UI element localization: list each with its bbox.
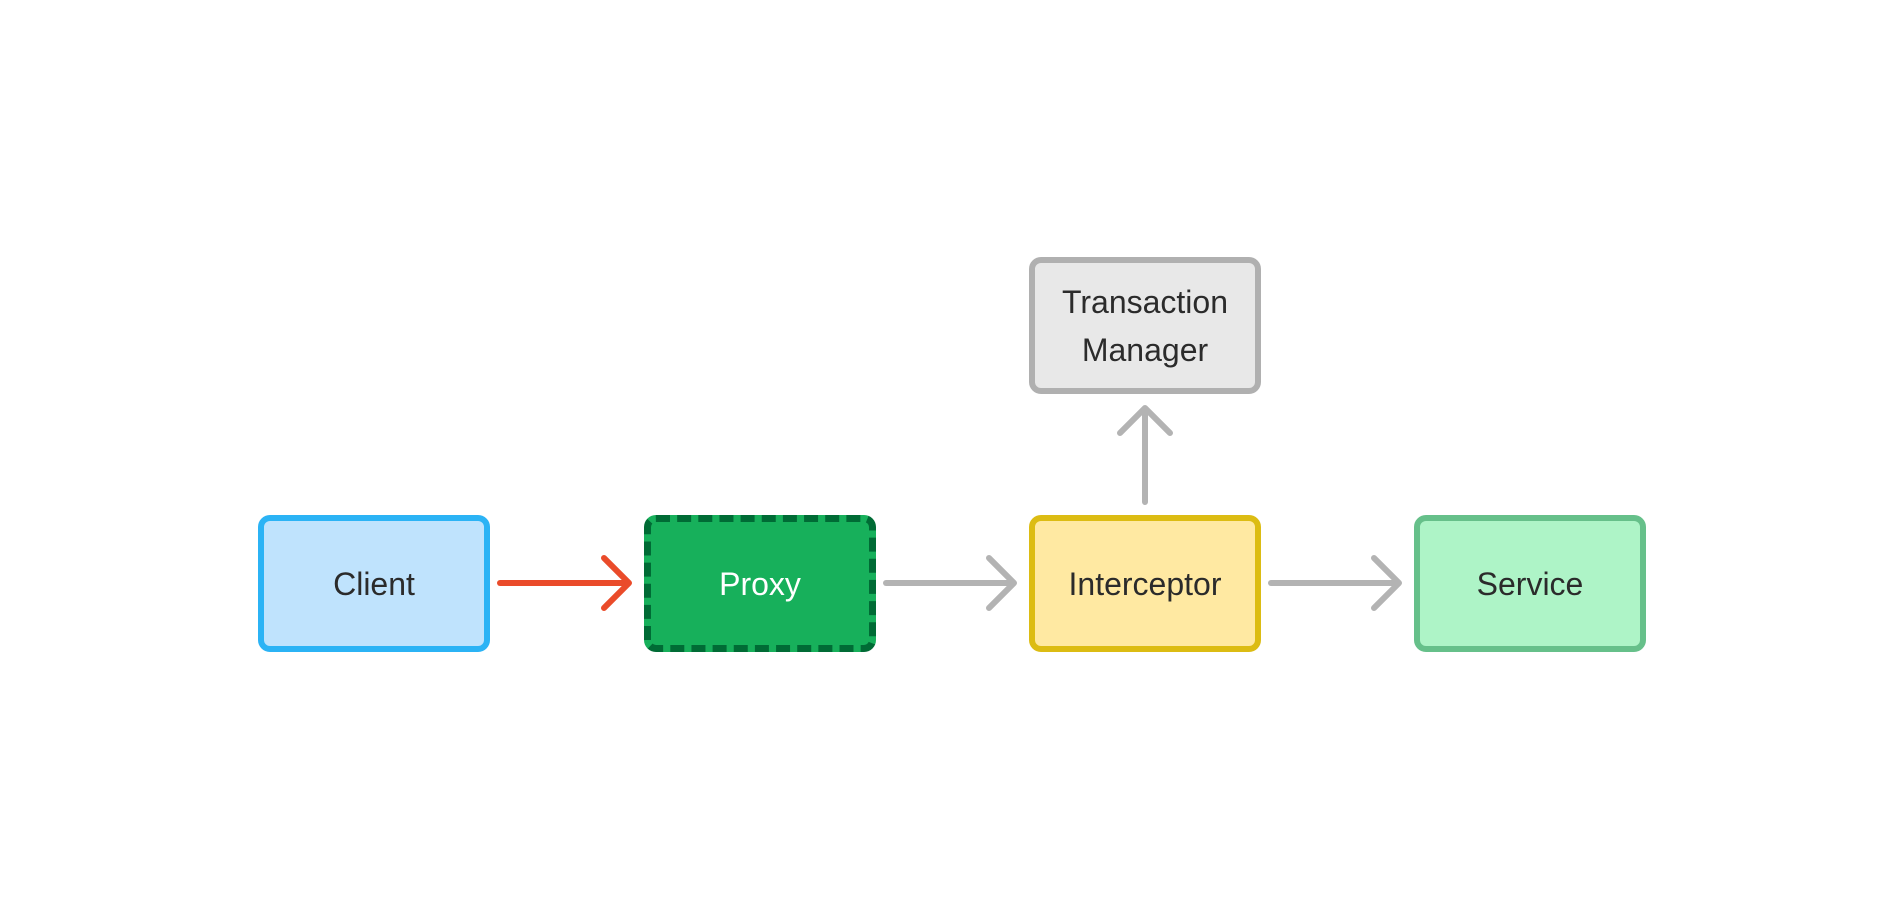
edge-client-to-proxy bbox=[497, 555, 632, 611]
edge-interceptor-to-transaction-manager bbox=[1117, 405, 1173, 505]
node-transaction-manager-label: Transaction Manager bbox=[1062, 283, 1228, 368]
edge-proxy-to-interceptor bbox=[883, 555, 1017, 611]
node-interceptor-label: Interceptor bbox=[1068, 565, 1222, 602]
node-transaction-manager[interactable]: Transaction Manager bbox=[1029, 257, 1261, 394]
node-proxy-label: Proxy bbox=[719, 565, 801, 602]
node-interceptor[interactable]: Interceptor bbox=[1029, 515, 1261, 652]
node-client-label: Client bbox=[333, 565, 415, 602]
node-proxy[interactable]: Proxy bbox=[644, 515, 876, 652]
node-service-label: Service bbox=[1476, 565, 1584, 602]
edge-interceptor-to-service bbox=[1268, 555, 1402, 611]
node-client[interactable]: Client bbox=[258, 515, 490, 652]
node-service[interactable]: Service bbox=[1414, 515, 1646, 652]
